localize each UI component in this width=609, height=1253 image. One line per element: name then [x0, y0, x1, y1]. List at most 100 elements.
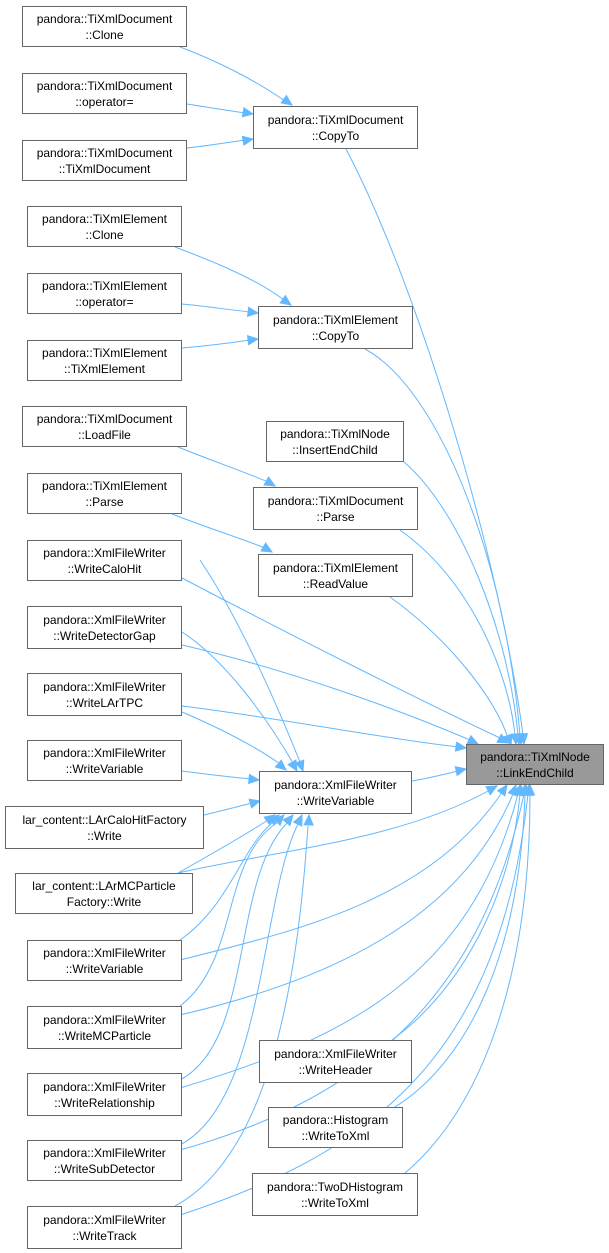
edge-header-to-focus: [391, 793, 521, 1041]
edge-var-left-to-var-mid-arrowhead-icon: [248, 773, 261, 785]
edge-doc-opeq-to-doc-copyto: [186, 103, 246, 114]
edge-doc-ctor-to-doc-copyto: [186, 139, 246, 149]
edge-calohit-to-var-mid: [199, 559, 301, 763]
edge-el-opeq-to-el-copyto: [181, 303, 251, 313]
node-label-line1: pandora::XmlFileWriter: [274, 1046, 397, 1061]
node-tixmlnode-linkendchild-focus: pandora::TiXmlNode::LinkEndChild: [466, 744, 604, 785]
edge-el-ctor-to-el-copyto-arrowhead-icon: [246, 335, 260, 346]
node-tixmlelement-constructor[interactable]: pandora::TiXmlElement::TiXmlElement: [27, 340, 182, 381]
node-label-line1: pandora::XmlFileWriter: [43, 1145, 166, 1160]
edge-var-low-to-focus-arrowhead-icon: [496, 784, 508, 797]
edge-detgap-to-focus: [181, 644, 471, 741]
edge-lartpc-to-var-mid: [181, 711, 281, 765]
edge-doc-parse-to-focus: [399, 529, 516, 736]
node-label-line2: ::LinkEndChild: [496, 765, 574, 780]
edge-lar-calo-to-var-mid: [203, 802, 253, 816]
edge-detgap-to-var-mid: [181, 631, 294, 764]
node-label-line1: pandora::TiXmlDocument: [267, 112, 404, 127]
node-label-line2: ::WriteTrack: [72, 1228, 137, 1243]
node-label-line1: pandora::XmlFileWriter: [274, 777, 397, 792]
node-label-line1: pandora::TiXmlElement: [42, 278, 167, 293]
edge-calohit-to-focus-arrowhead-icon: [496, 733, 510, 744]
edge-rel-to-var-mid: [179, 821, 289, 1081]
node-xmlfilewriter-writevariable-left[interactable]: pandora::XmlFileWriter::WriteVariable: [27, 740, 182, 781]
node-xmlfilewriter-writedetectorgap[interactable]: pandora::XmlFileWriter::WriteDetectorGap: [27, 606, 182, 649]
edge-subdet-to-var-mid-arrowhead-icon: [292, 813, 303, 827]
edge-var-mid-to-focus-arrowhead-icon: [454, 766, 468, 777]
node-label-line2: ::TiXmlDocument: [58, 161, 151, 176]
edge-el-clone-to-el-copyto-arrowhead-icon: [279, 294, 292, 306]
node-label-line2: ::Parse: [316, 509, 355, 524]
edge-hist-to-focus: [394, 793, 526, 1108]
node-tixmldocument-constructor[interactable]: pandora::TiXmlDocument::TiXmlDocument: [22, 140, 187, 181]
edge-doc-clone-to-doc-copyto-arrowhead-icon: [280, 94, 293, 106]
edge-el-ctor-to-el-copyto: [181, 339, 251, 349]
node-tixmlelement-parse[interactable]: pandora::TiXmlElement::Parse: [27, 473, 182, 514]
node-xmlfilewriter-writelartpc[interactable]: pandora::XmlFileWriter::WriteLArTPC: [27, 673, 182, 716]
edge-doc-loadfile-to-doc-parse: [177, 446, 269, 483]
node-label-line1: pandora::TwoDHistogram: [266, 1179, 404, 1194]
node-label-line2: ::CopyTo: [311, 128, 360, 143]
edge-lartpc-to-focus: [181, 705, 459, 748]
node-label-line1: pandora::XmlFileWriter: [43, 679, 166, 694]
node-tixmlelement-clone[interactable]: pandora::TiXmlElement::Clone: [27, 206, 182, 247]
node-label-line2: ::operator=: [75, 94, 134, 109]
edge-el-copyto-to-focus: [364, 348, 521, 736]
edge-lartpc-to-var-mid-arrowhead-icon: [274, 759, 287, 771]
node-label-line2: ::WriteToXml: [301, 1195, 369, 1210]
node-tixmldocument-loadfile[interactable]: pandora::TiXmlDocument::LoadFile: [22, 406, 187, 447]
node-larcalohitfactory-write[interactable]: lar_content::LArCaloHitFactory::Write: [5, 806, 204, 849]
node-label-line1: pandora::TiXmlDocument: [267, 493, 404, 508]
node-label-line1: pandora::XmlFileWriter: [43, 545, 166, 560]
node-label-line2: ::WriteSubDetector: [53, 1161, 156, 1176]
edge-var-left-to-var-mid: [181, 770, 252, 780]
edge-track-to-var-mid-arrowhead-icon: [303, 813, 314, 826]
node-label-line2: ::WriteDetectorGap: [53, 628, 156, 643]
edge-lar-calo-to-var-mid-arrowhead-icon: [248, 798, 262, 809]
node-xmlfilewriter-writevariable-low[interactable]: pandora::XmlFileWriter::WriteVariable: [27, 940, 182, 981]
node-label-line1: pandora::TiXmlDocument: [36, 78, 173, 93]
node-label-line2: ::Parse: [85, 494, 124, 509]
node-label-line2: ::TiXmlElement: [64, 361, 145, 376]
node-label-line1: pandora::TiXmlElement: [42, 478, 167, 493]
node-xmlfilewriter-writevariable-mid[interactable]: pandora::XmlFileWriter::WriteVariable: [259, 771, 412, 814]
node-tixmldocument-parse[interactable]: pandora::TiXmlDocument::Parse: [253, 487, 418, 530]
node-xmlfilewriter-writeheader[interactable]: pandora::XmlFileWriter::WriteHeader: [259, 1040, 412, 1083]
edge-doc-parse-to-focus-arrowhead-icon: [509, 733, 521, 746]
node-xmlfilewriter-writesubdetector[interactable]: pandora::XmlFileWriter::WriteSubDetector: [27, 1140, 182, 1181]
node-label-line2: ::operator=: [75, 294, 134, 309]
node-label-line1: pandora::XmlFileWriter: [43, 1012, 166, 1027]
node-histogram-writetoxml[interactable]: pandora::Histogram::WriteToXml: [268, 1107, 403, 1148]
node-label-line1: pandora::TiXmlElement: [42, 345, 167, 360]
node-label-line1: pandora::XmlFileWriter: [43, 1212, 166, 1227]
node-tixmlelement-operator-assign[interactable]: pandora::TiXmlElement::operator=: [27, 273, 182, 314]
node-label-line2: Factory::Write: [66, 894, 142, 909]
node-label-line1: pandora::TiXmlElement: [273, 560, 398, 575]
node-label-line1: pandora::XmlFileWriter: [43, 1079, 166, 1094]
node-label-line2: ::CopyTo: [311, 328, 360, 343]
edge-var-low-to-var-mid: [179, 821, 274, 941]
node-tixmlnode-insertendchild[interactable]: pandora::TiXmlNode::InsertEndChild: [266, 421, 404, 462]
edge-hist2d-to-focus: [404, 793, 531, 1174]
node-label-line1: pandora::TiXmlElement: [273, 312, 398, 327]
edge-var-low-to-focus: [179, 790, 504, 961]
edge-var-mid-to-focus: [411, 770, 459, 782]
node-xmlfilewriter-writecalohit[interactable]: pandora::XmlFileWriter::WriteCaloHit: [27, 540, 182, 581]
edge-el-opeq-to-el-copyto-arrowhead-icon: [246, 306, 260, 317]
node-xmlfilewriter-writetrack[interactable]: pandora::XmlFileWriter::WriteTrack: [27, 1206, 182, 1249]
node-label-line2: ::ReadValue: [302, 576, 369, 591]
node-tixmldocument-operator-assign[interactable]: pandora::TiXmlDocument::operator=: [22, 73, 187, 114]
node-label-line2: ::Clone: [85, 227, 124, 242]
node-tixmldocument-copyto[interactable]: pandora::TiXmlDocument::CopyTo: [253, 106, 418, 149]
node-twodhistogram-writetoxml[interactable]: pandora::TwoDHistogram::WriteToXml: [252, 1173, 418, 1216]
node-tixmldocument-clone[interactable]: pandora::TiXmlDocument::Clone: [22, 6, 187, 47]
node-label-line2: ::WriteCaloHit: [67, 561, 142, 576]
node-xmlfilewriter-writerelationship[interactable]: pandora::XmlFileWriter::WriteRelationshi…: [27, 1073, 182, 1116]
node-label-line1: pandora::TiXmlDocument: [36, 11, 173, 26]
node-tixmlelement-readvalue[interactable]: pandora::TiXmlElement::ReadValue: [258, 554, 413, 597]
node-tixmlelement-copyto[interactable]: pandora::TiXmlElement::CopyTo: [258, 306, 413, 349]
node-xmlfilewriter-writemcparticle[interactable]: pandora::XmlFileWriter::WriteMCParticle: [27, 1006, 182, 1049]
